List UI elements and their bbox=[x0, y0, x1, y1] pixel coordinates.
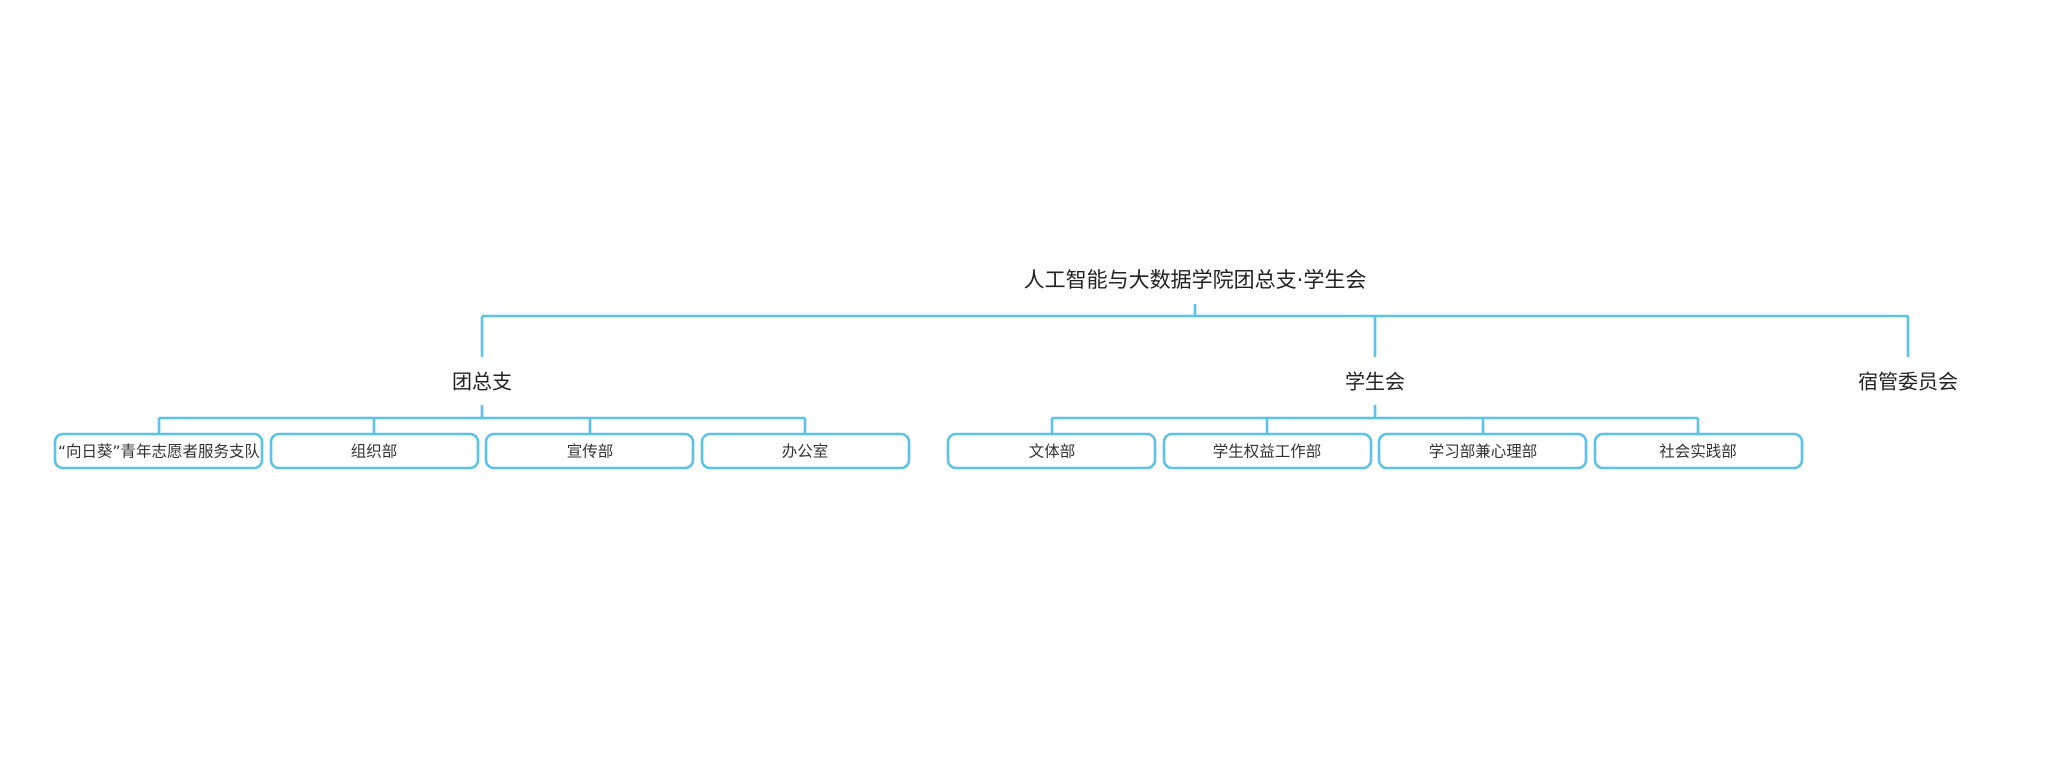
leaf-box bbox=[946, 432, 1157, 470]
leaf-box bbox=[700, 432, 911, 470]
leaf-label: 学习部兼心理部 bbox=[1429, 443, 1538, 461]
branch-1-connectors bbox=[157, 405, 807, 434]
leaf-node-volunteer-team[interactable]: “向日葵”青年志愿者服务支队 bbox=[53, 432, 264, 470]
leaf-box bbox=[484, 432, 695, 470]
leaf-label: 学生权益工作部 bbox=[1213, 443, 1322, 461]
leaf-box bbox=[269, 432, 480, 470]
branch-node-dorm-committee[interactable]: 宿管委员会 bbox=[1858, 370, 1958, 394]
root-node-title[interactable]: 人工智能与大数据学院团总支·学生会 bbox=[1024, 268, 1367, 292]
leaf-label: 社会实践部 bbox=[1659, 443, 1737, 461]
leaf-box bbox=[1162, 432, 1373, 470]
leaf-box bbox=[1593, 432, 1804, 470]
leaf-node-office[interactable]: 办公室 bbox=[700, 432, 911, 470]
leaf-label: 办公室 bbox=[782, 443, 829, 461]
branch-node-league[interactable]: 团总支 bbox=[452, 370, 512, 394]
leaf-label: 组织部 bbox=[351, 443, 398, 461]
leaf-node-student-rights-dept[interactable]: 学生权益工作部 bbox=[1162, 432, 1373, 470]
leaf-label: “向日葵”青年志愿者服务支队 bbox=[58, 443, 261, 461]
leaf-box bbox=[1377, 432, 1588, 470]
branch-node-student-union[interactable]: 学生会 bbox=[1345, 370, 1405, 394]
leaf-label: 文体部 bbox=[1029, 443, 1076, 461]
leaf-node-study-psychology-dept[interactable]: 学习部兼心理部 bbox=[1377, 432, 1588, 470]
root-connectors bbox=[480, 304, 1910, 357]
leaf-label: 宣传部 bbox=[567, 443, 614, 461]
branch-2-connectors bbox=[1050, 405, 1700, 434]
leaf-box bbox=[53, 432, 264, 470]
leaf-node-publicity-dept[interactable]: 宣传部 bbox=[484, 432, 695, 470]
leaf-node-arts-sports-dept[interactable]: 文体部 bbox=[946, 432, 1157, 470]
leaf-node-social-practice-dept[interactable]: 社会实践部 bbox=[1593, 432, 1804, 470]
leaf-node-organization-dept[interactable]: 组织部 bbox=[269, 432, 480, 470]
